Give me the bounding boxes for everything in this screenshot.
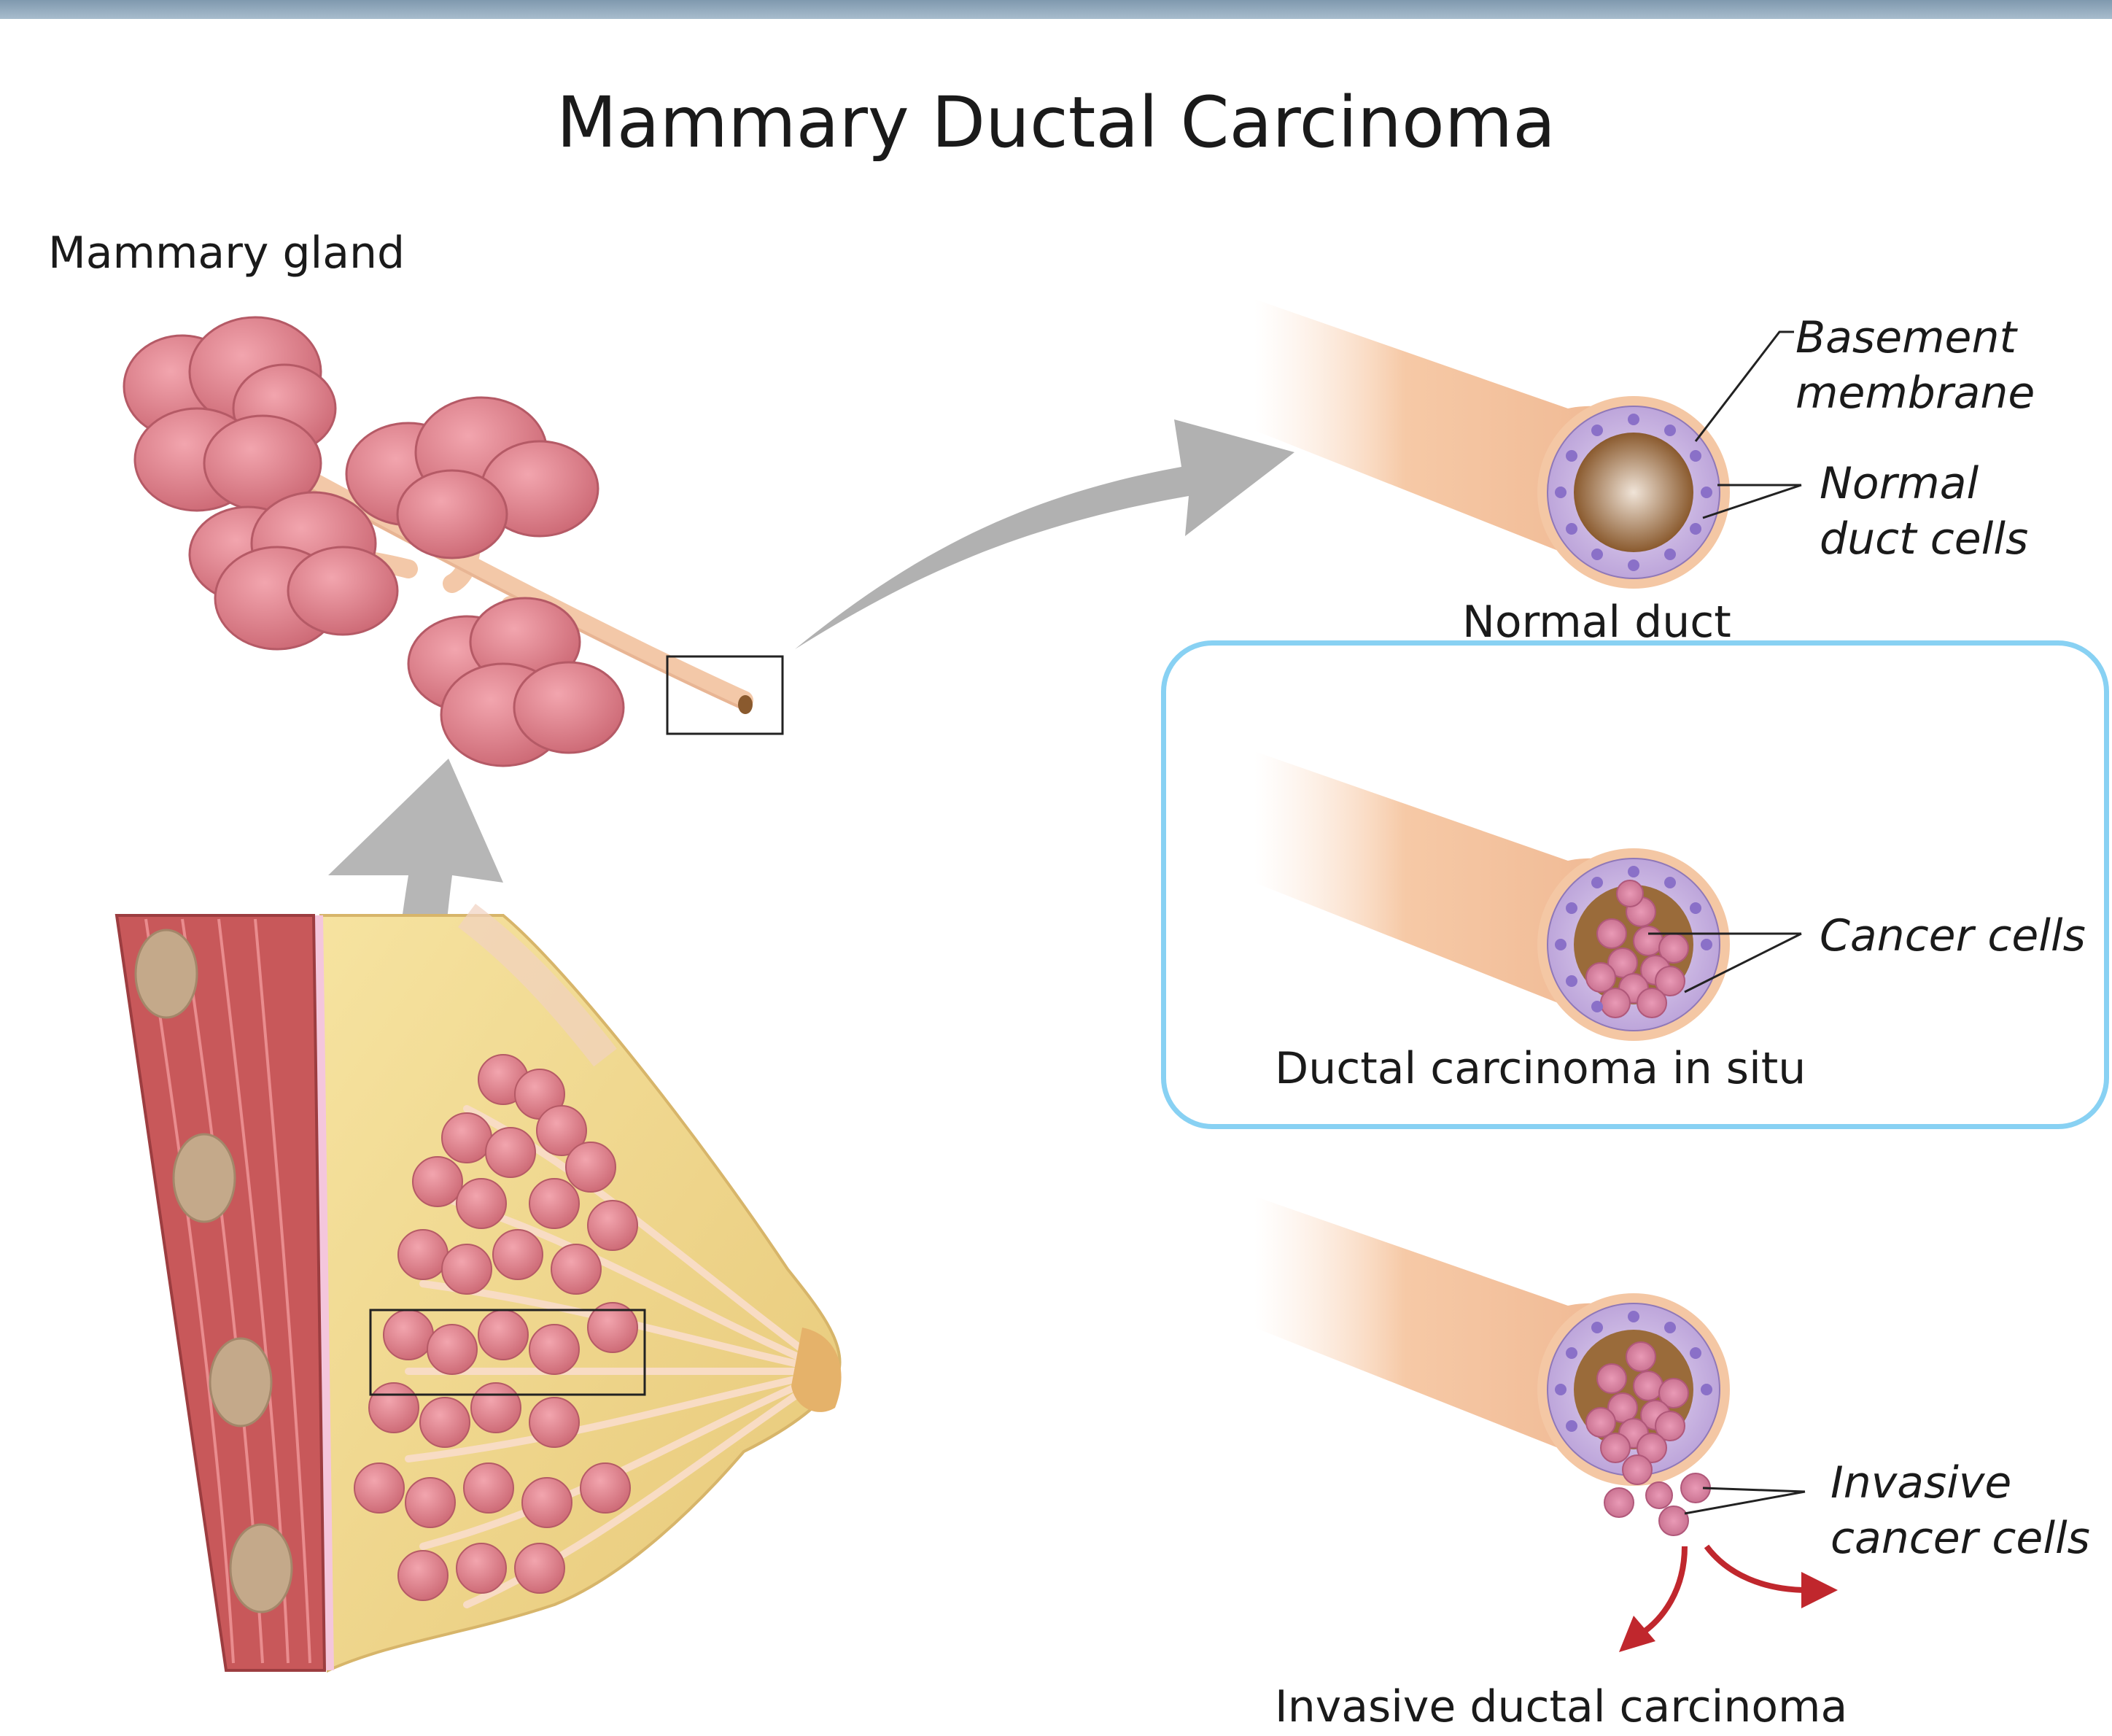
breast-cross-section: [117, 915, 842, 1670]
dcis-caption: Ductal carcinoma in situ: [1275, 1043, 1806, 1094]
idc-caption: Invasive ductal carcinoma: [1275, 1681, 1847, 1732]
normal-duct-cells-label: Normal duct cells: [1820, 456, 2060, 567]
mammary-gland-label: Mammary gland: [48, 228, 405, 279]
mammary-gland-illustration: [124, 317, 783, 766]
page-title: Mammary Ductal Carcinoma: [0, 82, 2112, 163]
cancer-cells-label: Cancer cells: [1820, 908, 2086, 964]
flow-arrow-to-duct: [795, 419, 1294, 649]
basement-membrane-label: Basement membrane: [1795, 310, 2102, 421]
normal-duct-illustration: [1254, 299, 1801, 589]
invasive-duct-illustration: [1254, 1196, 1838, 1652]
invasive-cancer-cells-label: Invasive cancer cells: [1830, 1455, 2108, 1566]
